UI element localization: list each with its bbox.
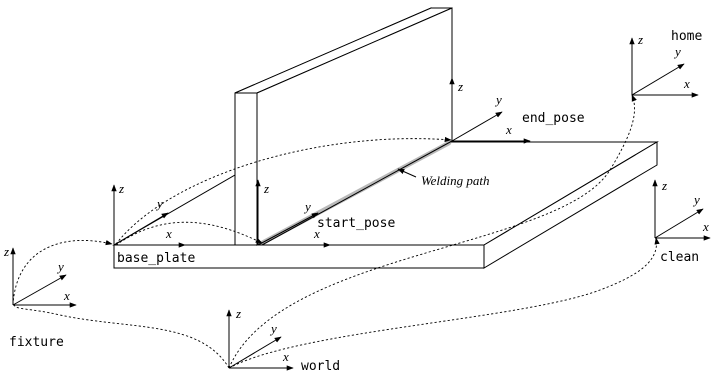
fixture-x-label: x bbox=[63, 288, 70, 303]
vertical-plate-front-face bbox=[234, 92, 258, 246]
curve-world-to-home bbox=[228, 94, 637, 369]
frame-world: z y x world bbox=[226, 306, 340, 374]
fixture-y-axis bbox=[12, 274, 67, 306]
clean-label: clean bbox=[660, 250, 699, 265]
home-z-label: z bbox=[637, 32, 643, 47]
world-y-axis bbox=[228, 336, 282, 369]
curve-world-to-fixture bbox=[13, 304, 230, 369]
vertical-plate bbox=[234, 7, 453, 246]
frame-home: z y x home bbox=[629, 29, 702, 98]
curve-base-plate-to-start-pose bbox=[115, 221, 263, 246]
home-label: home bbox=[671, 29, 702, 44]
curve-world-to-clean bbox=[228, 237, 660, 369]
welding-path-arrow-icon bbox=[397, 168, 417, 178]
end-pose-y-label: y bbox=[494, 92, 502, 107]
clean-x-label: x bbox=[702, 219, 709, 234]
world-x-label: x bbox=[282, 349, 289, 364]
base-plate-z-label: z bbox=[118, 181, 124, 196]
base-plate-y-label: y bbox=[155, 196, 163, 211]
world-z-label: z bbox=[235, 306, 241, 321]
relation-curves bbox=[12, 94, 660, 369]
frame-fixture: z y x fixture bbox=[3, 244, 77, 350]
start-pose-y-axis bbox=[257, 212, 319, 246]
home-y-axis bbox=[631, 63, 685, 96]
start-pose-x-label: x bbox=[313, 226, 320, 241]
base-plate-label: base_plate bbox=[117, 251, 195, 266]
welding-path-callout: Welding path bbox=[397, 168, 490, 188]
fixture-label: fixture bbox=[9, 335, 64, 350]
home-y-label: y bbox=[673, 44, 681, 59]
base-plate-x-label: x bbox=[165, 226, 172, 241]
world-y-label: y bbox=[269, 321, 277, 336]
clean-y-label: y bbox=[692, 192, 700, 207]
frame-start-pose: z y x start_pose bbox=[255, 179, 395, 248]
home-x-label: x bbox=[683, 76, 690, 91]
end-pose-z-label: z bbox=[457, 79, 463, 94]
curve-base-plate-to-end-pose bbox=[115, 136, 452, 245]
fixture-z-label: z bbox=[3, 244, 9, 259]
clean-y-axis bbox=[654, 208, 704, 239]
frame-clean: z y x clean bbox=[652, 178, 711, 265]
base-plate-y-axis bbox=[113, 212, 169, 246]
welding-path-label: Welding path bbox=[421, 173, 490, 188]
end-pose-label: end_pose bbox=[522, 111, 585, 126]
frame-base-plate: z y x base_plate bbox=[111, 181, 195, 266]
frame-end-pose: z y x end_pose bbox=[449, 77, 585, 144]
fixture-y-label: y bbox=[56, 259, 64, 274]
start-pose-z-label: z bbox=[263, 181, 269, 196]
curve-fixture-to-base-plate bbox=[12, 239, 113, 306]
end-pose-y-axis bbox=[451, 111, 503, 142]
end-pose-x-label: x bbox=[505, 122, 512, 137]
base-plate-side-face bbox=[483, 141, 658, 269]
world-label: world bbox=[301, 359, 340, 374]
start-pose-label: start_pose bbox=[317, 216, 395, 231]
start-pose-y-label: y bbox=[303, 199, 311, 214]
clean-z-label: z bbox=[661, 178, 667, 193]
